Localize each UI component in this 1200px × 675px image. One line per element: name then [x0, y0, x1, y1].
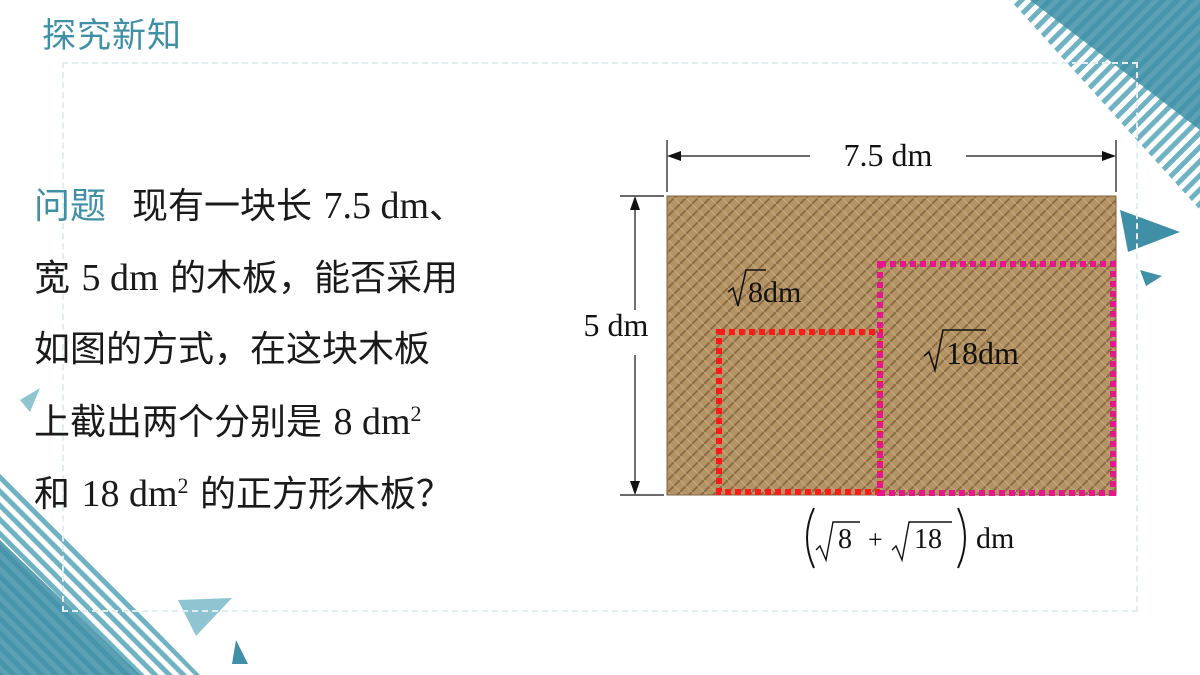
board-diagram: 7.5 dm 5 dm 8dm 18dm 8 + 18 dm	[584, 137, 1117, 569]
question-label: 问题	[34, 186, 107, 227]
svg-text:8: 8	[838, 524, 852, 555]
small-square-label: 8dm	[727, 269, 801, 309]
question-text: 问题现有一块长 7.5 dm、 宽 5 dm 的木板，能否采用 如图的方式，在这…	[34, 185, 466, 515]
svg-text:dm: dm	[976, 522, 1014, 555]
svg-text:+: +	[868, 525, 883, 554]
svg-text:18: 18	[914, 524, 942, 555]
svg-text:18dm: 18dm	[946, 335, 1019, 371]
left-dimension-label: 5 dm	[584, 307, 649, 343]
bottom-dimension-label: 8 + 18 dm	[806, 507, 1014, 569]
triangle-deco	[1120, 210, 1180, 252]
svg-text:8dm: 8dm	[748, 276, 801, 309]
content-frame	[62, 62, 1138, 612]
page-title: 探究新知	[42, 16, 182, 56]
top-dimension-label: 7.5 dm	[844, 137, 933, 173]
wooden-board	[666, 195, 1117, 496]
large-square-label: 18dm	[923, 329, 1019, 374]
